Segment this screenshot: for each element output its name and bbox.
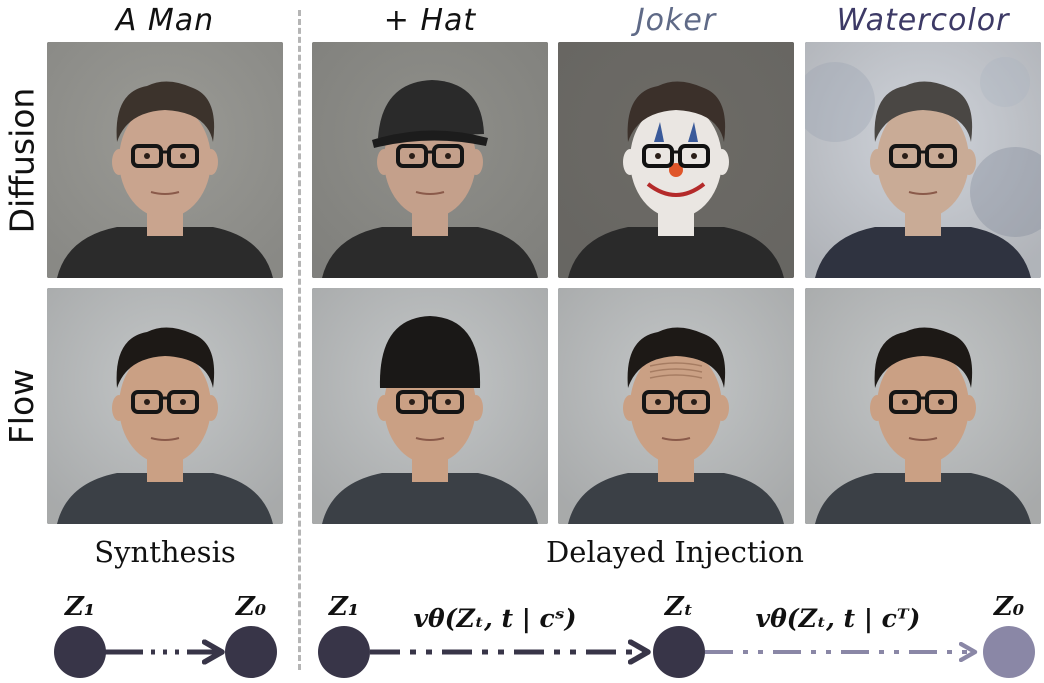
column-header-joker: Joker	[635, 2, 717, 38]
portrait-diffusion-joker	[558, 42, 794, 278]
column-header-watercolor: Watercolor	[836, 2, 1010, 38]
node-right-zt	[653, 626, 705, 678]
row-header-diffusion: Diffusion	[2, 42, 42, 278]
node-right-z0	[983, 626, 1035, 678]
node-left-z0	[225, 626, 277, 678]
image-flow-hat	[312, 288, 548, 524]
row-label-flow: Flow	[2, 368, 42, 444]
portrait-diffusion-watercolor	[805, 42, 1041, 278]
label-left-z0: Z₀	[235, 592, 267, 622]
label-right-zt: Zₜ	[664, 592, 694, 622]
edge-label-target: vθ(Zₜ, t | cᵀ)	[756, 604, 921, 633]
portrait-flow-man	[47, 288, 283, 524]
node-right-z1	[318, 626, 370, 678]
caption-delayed-injection: Delayed Injection	[546, 535, 804, 569]
image-flow-joker	[558, 288, 794, 524]
flow-left: Z₁ Z₀	[54, 592, 277, 678]
label-right-z1: Z₁	[328, 592, 359, 622]
caption-synthesis: Synthesis	[94, 535, 236, 569]
edge-label-source: vθ(Zₜ, t | cˢ)	[414, 604, 577, 633]
portrait-flow-hat	[312, 288, 548, 524]
image-diffusion-man	[47, 42, 283, 278]
flow-right: Z₁ Zₜ Z₀ vθ(Zₜ, t | cˢ) vθ(Zₜ, t | cᵀ)	[318, 592, 1035, 678]
image-diffusion-watercolor	[805, 42, 1041, 278]
column-divider	[298, 10, 301, 670]
portrait-diffusion-hat	[312, 42, 548, 278]
image-flow-man	[47, 288, 283, 524]
flow-diagram: Z₁ Z₀ Z₁ Zₜ Z₀ vθ(Zₜ, t | cˢ) vθ(Zₜ, t |…	[0, 585, 1044, 679]
row-header-flow: Flow	[2, 288, 42, 524]
portrait-flow-joker	[558, 288, 794, 524]
column-header-hat: + Hat	[383, 2, 477, 38]
node-left-z1	[54, 626, 106, 678]
label-left-z1: Z₁	[64, 592, 95, 622]
image-diffusion-hat	[312, 42, 548, 278]
portrait-flow-watercolor	[805, 288, 1041, 524]
column-header-a-man: A Man	[115, 2, 215, 38]
row-label-diffusion: Diffusion	[2, 87, 42, 233]
portrait-diffusion-man	[47, 42, 283, 278]
image-flow-watercolor	[805, 288, 1041, 524]
image-diffusion-joker	[558, 42, 794, 278]
label-right-z0: Z₀	[993, 592, 1025, 622]
